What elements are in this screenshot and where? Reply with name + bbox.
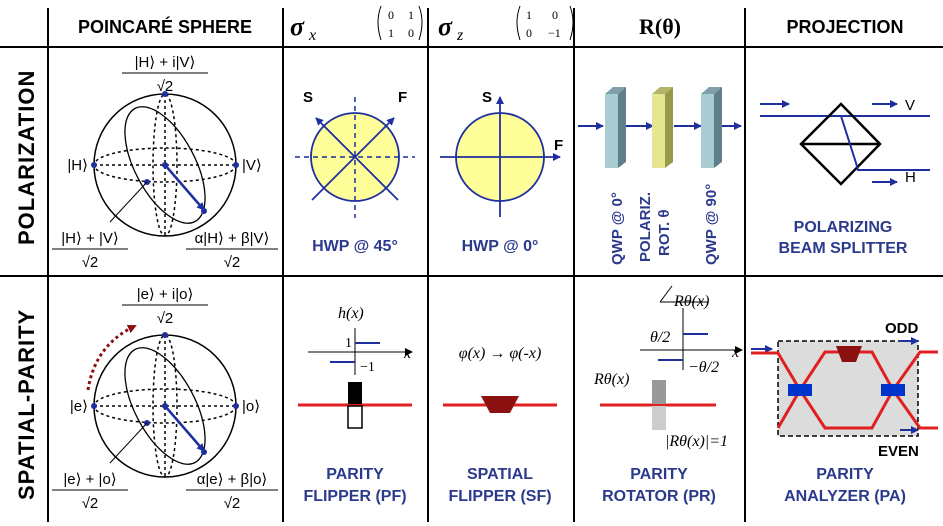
parity-rotator-diagram: Rθ(x) θ/2 −θ/2 x Rθ(x) |Rθ(x)|=1 bbox=[593, 285, 743, 450]
ket-br-spatial: α|e⟩ + β|o⟩ bbox=[197, 471, 268, 488]
caption-pr-1: PARITY bbox=[630, 466, 688, 483]
pf-one: 1 bbox=[345, 336, 352, 351]
plate-label-qwp90: QWP @ 90° bbox=[703, 184, 720, 265]
pr-x-axis: x bbox=[731, 344, 739, 361]
header-sigma-z: σ z 1 0 0 −1 bbox=[438, 5, 574, 44]
sigma-x-m21: 1 bbox=[388, 26, 394, 40]
poincare-labels-polarization: |H⟩ + i|V⟩ √2 |H⟩ |V⟩ |H⟩ + |V⟩ √2 α|H⟩ … bbox=[52, 54, 278, 271]
pr-r-label: Rθ(x) bbox=[673, 293, 709, 310]
ket-top-den: √2 bbox=[157, 78, 174, 95]
poincare-vectors-polarization bbox=[91, 91, 239, 223]
spatial-flipper-diagram: φ(x) → φ(-x) bbox=[443, 345, 557, 413]
plate-label-rot-theta: ROT. θ bbox=[656, 210, 673, 256]
caption-pa-2: ANALYZER (PA) bbox=[784, 488, 906, 505]
sigma-z-m11: 1 bbox=[526, 8, 532, 22]
sigma-z-m12: 0 bbox=[552, 8, 558, 22]
caption-pbs-2: BEAM SPLITTER bbox=[779, 240, 908, 257]
ket-bl-spatial: |e⟩ + |o⟩ bbox=[63, 471, 116, 488]
hwp45-f-label: F bbox=[398, 89, 407, 106]
pr-theta-half: θ/2 bbox=[650, 329, 670, 346]
pr-r-left: Rθ(x) bbox=[593, 371, 629, 388]
poincare-vectors-spatial bbox=[86, 324, 239, 464]
ket-br: α|H⟩ + β|V⟩ bbox=[195, 230, 270, 247]
row-label-polarization: POLARIZATION bbox=[14, 70, 39, 245]
pa-even-label: EVEN bbox=[878, 443, 919, 460]
hwp-0-diagram: S F bbox=[440, 89, 563, 217]
ket-bl-den: √2 bbox=[82, 254, 99, 271]
caption-pbs-1: POLARIZING bbox=[794, 219, 893, 236]
sf-equation: φ(x) → φ(-x) bbox=[459, 345, 542, 362]
hwp45-s-label: S bbox=[303, 89, 313, 106]
sigma-x-m22: 0 bbox=[408, 26, 414, 40]
sigma-z-subscript: z bbox=[456, 27, 464, 44]
plate-label-qwp0: QWP @ 0° bbox=[609, 192, 626, 265]
polarization-rotator-diagram: QWP @ 0° POLARIZ. ROT. θ QWP @ 90° bbox=[578, 87, 742, 265]
sigma-x-m12: 1 bbox=[408, 8, 414, 22]
poincare-labels-spatial: |e⟩ + i|o⟩ √2 |e⟩ |o⟩ |e⟩ + |o⟩ √2 α|e⟩ … bbox=[52, 286, 278, 512]
pf-h-label: h(x) bbox=[338, 305, 364, 322]
pr-modulus: |Rθ(x)|=1 bbox=[665, 433, 728, 450]
ket-bl: |H⟩ + |V⟩ bbox=[61, 230, 118, 247]
sigma-z-symbol: σ bbox=[438, 12, 453, 41]
pr-neg-theta-half: −θ/2 bbox=[688, 359, 719, 376]
header-rotation: R(θ) bbox=[639, 14, 681, 39]
caption-hwp-0: HWP @ 0° bbox=[462, 238, 539, 255]
ket-br-den-spatial: √2 bbox=[224, 495, 241, 512]
caption-sf-2: FLIPPER (SF) bbox=[448, 488, 551, 505]
pbs-v-label: V bbox=[905, 97, 915, 114]
pf-x-axis: x bbox=[403, 345, 411, 362]
ket-br-den: √2 bbox=[224, 254, 241, 271]
sigma-z-m21: 0 bbox=[526, 26, 532, 40]
pbs-h-label: H bbox=[905, 169, 916, 186]
parity-flipper-diagram: h(x) 1 −1 x bbox=[298, 305, 413, 429]
sigma-x-symbol: σ bbox=[290, 12, 305, 41]
grid bbox=[0, 8, 943, 522]
header-poincare: POINCARÉ SPHERE bbox=[78, 16, 252, 37]
sigma-z-m22: −1 bbox=[548, 26, 561, 40]
caption-hwp-45: HWP @ 45° bbox=[312, 238, 398, 255]
caption-pf-1: PARITY bbox=[326, 466, 384, 483]
hwp0-f-label: F bbox=[554, 137, 563, 154]
hwp0-s-label: S bbox=[482, 89, 492, 106]
header-sigma-x: σ x 0 1 1 0 bbox=[290, 5, 423, 44]
ket-top-spatial: |e⟩ + i|o⟩ bbox=[137, 286, 194, 303]
ket-right-spatial: |o⟩ bbox=[242, 398, 260, 415]
pa-odd-label: ODD bbox=[885, 320, 919, 337]
ket-left-spatial: |e⟩ bbox=[70, 398, 88, 415]
caption-pf-2: FLIPPER (PF) bbox=[303, 488, 406, 505]
row-label-spatial-parity: SPATIAL-PARITY bbox=[14, 309, 39, 500]
hwp-45-diagram: S F bbox=[295, 89, 415, 218]
ket-left: |H⟩ bbox=[67, 157, 88, 174]
ket-top-den-spatial: √2 bbox=[157, 310, 174, 327]
caption-sf-1: SPATIAL bbox=[467, 466, 533, 483]
ket-right: |V⟩ bbox=[242, 157, 262, 174]
ket-top: |H⟩ + i|V⟩ bbox=[135, 54, 196, 71]
pf-minus-one: −1 bbox=[360, 360, 375, 375]
header-projection: PROJECTION bbox=[786, 17, 903, 37]
sigma-x-m11: 0 bbox=[388, 8, 394, 22]
ket-bl-den-spatial: √2 bbox=[82, 495, 99, 512]
plate-label-polariz: POLARIZ. bbox=[637, 192, 654, 262]
caption-pr-2: ROTATOR (PR) bbox=[602, 488, 716, 505]
parity-analyzer-diagram: ODD EVEN bbox=[751, 320, 938, 460]
caption-pa-1: PARITY bbox=[816, 466, 874, 483]
sigma-x-subscript: x bbox=[308, 27, 316, 44]
pbs-diagram: V H bbox=[760, 97, 930, 186]
